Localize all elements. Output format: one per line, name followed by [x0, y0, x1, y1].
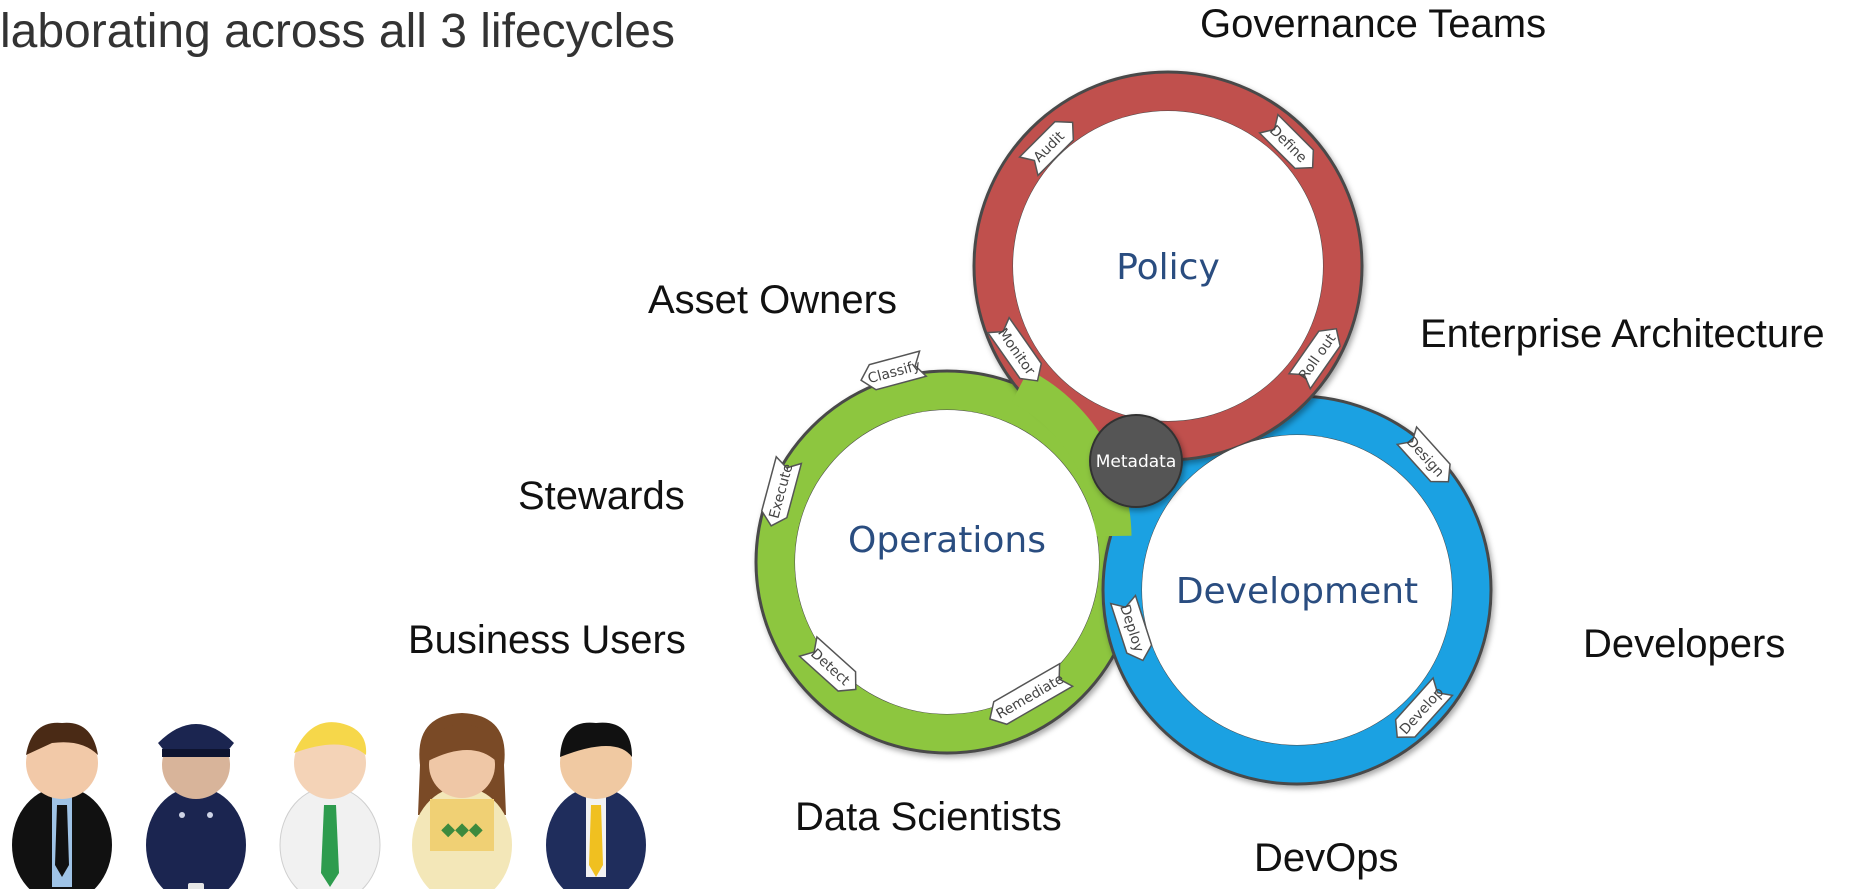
- metadata-label: Metadata: [1096, 452, 1177, 472]
- office-worker-icon: [279, 722, 381, 889]
- operations-label: Operations: [848, 520, 1046, 561]
- role-asset-owners: Asset Owners: [648, 278, 897, 322]
- woman-icon: ◆◆◆: [412, 713, 512, 889]
- policy-arrow-define: Define: [1258, 113, 1315, 170]
- policy-label: Policy: [1116, 247, 1220, 288]
- role-developers: Developers: [1583, 622, 1786, 666]
- development-ring: [1101, 394, 1493, 786]
- development-label: Development: [1176, 571, 1418, 612]
- role-data-scientists: Data Scientists: [795, 795, 1062, 839]
- police-officer-icon: [146, 724, 246, 889]
- role-stewards: Stewards: [518, 474, 685, 518]
- metadata-hub: Metadata: [1089, 414, 1183, 508]
- operations-arrow-classify: Classify: [860, 350, 928, 391]
- role-devops: DevOps: [1254, 836, 1399, 880]
- page-title: laborating across all 3 lifecycles: [0, 5, 675, 58]
- role-governance-teams: Governance Teams: [1200, 2, 1547, 46]
- executive-icon: [546, 722, 646, 889]
- business-person-icon: [12, 722, 112, 889]
- svg-text:◆◆◆: ◆◆◆: [441, 819, 483, 840]
- role-enterprise-architecture: Enterprise Architecture: [1420, 312, 1825, 356]
- role-business-users: Business Users: [408, 618, 686, 662]
